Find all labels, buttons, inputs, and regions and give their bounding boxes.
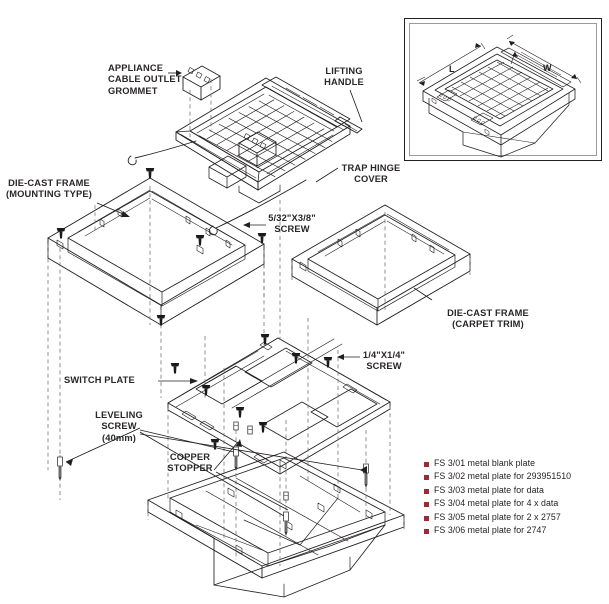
- leveling-screw-icon: [233, 446, 239, 472]
- screw-icon: [235, 407, 245, 418]
- inset-dimension-width: W: [543, 63, 552, 73]
- inset-border: [409, 23, 597, 156]
- legend-item-label: FS 3/06 metal plate for 2747: [434, 524, 547, 535]
- legend-item-label: FS 3/05 metal plate for 2 x 2757: [434, 511, 561, 522]
- legend-bullet-icon: [424, 515, 429, 521]
- die-cast-frame-mounting-part: [47, 177, 265, 326]
- screw-icon: [195, 235, 205, 246]
- parts-legend: FS 3/01 metal blank plate FS 3/02 metal …: [424, 458, 606, 538]
- legend-item-label: FS 3/02 metal plate for 293951510: [434, 471, 572, 482]
- copper-stopper-icon: [283, 491, 289, 501]
- screw-icon: [156, 315, 166, 326]
- callout-leveling-screw: LEVELING SCREW (40mm): [95, 410, 143, 443]
- legend-bullet-icon: [424, 528, 429, 534]
- callout-lifting-handle: LIFTING HANDLE: [324, 66, 364, 88]
- legend-bullet-icon: [424, 462, 429, 467]
- screw-icon: [145, 168, 155, 179]
- callout-appliance-cable-outlet-grommet: APPLIANCE CABLE OUTLET GROMMET: [108, 63, 182, 96]
- screw-icon: [170, 363, 180, 374]
- copper-stopper-icon: [233, 421, 239, 431]
- inset-linework: [416, 34, 582, 158]
- switch-plate-part: [167, 337, 391, 475]
- screws-group: [56, 168, 333, 450]
- legend-item: FS 3/05 metal plate for 2 x 2757: [424, 512, 606, 522]
- floor-box-trough-part: [147, 451, 405, 598]
- trap-hinge-cover-part: [175, 76, 363, 204]
- legend-item-label: FS 3/03 metal plate for data: [434, 484, 544, 495]
- copper-stopper-icon: [247, 425, 253, 435]
- legend-item-label: FS 3/04 metal plate for 4 x data: [434, 498, 559, 509]
- callout-die-cast-frame-mounting: DIE-CAST FRAME (MOUNTING TYPE): [6, 178, 92, 200]
- leader-lines: [65, 70, 433, 517]
- legend-item: FS 3/03 metal plate for data: [424, 485, 606, 495]
- legend-item-label: FS 3/01 metal blank plate: [434, 458, 536, 468]
- assembled-view-inset: L W: [404, 18, 602, 161]
- callout-trap-hinge-cover: TRAP HINGE COVER: [341, 163, 401, 185]
- grommet-part: [182, 65, 221, 101]
- callout-screw-5-32: 5/32"X3/8" SCREW: [268, 213, 316, 235]
- legend-item: FS 3/01 metal blank plate: [424, 458, 606, 468]
- leveling-screw-icon: [57, 456, 63, 482]
- callout-screw-1-4: 1/4"X1/4" SCREW: [362, 350, 406, 372]
- screw-icon: [323, 357, 333, 368]
- screw-icon: [56, 228, 66, 239]
- legend-bullet-icon: [424, 475, 429, 481]
- legend-item: FS 3/06 metal plate for 2747: [424, 525, 606, 535]
- inset-dimension-length: L: [449, 64, 455, 74]
- callout-switch-plate: SWITCH PLATE: [64, 375, 135, 385]
- legend-item: FS 3/04 metal plate for 4 x data: [424, 498, 606, 508]
- legend-bullet-icon: [424, 502, 429, 508]
- leveling-screw-icon: [283, 511, 289, 537]
- legend-bullet-icon: [424, 488, 429, 494]
- screw-icon: [201, 385, 211, 396]
- legend-item: FS 3/02 metal plate for 293951510: [424, 471, 606, 481]
- callout-copper-stopper: COPPER STOPPER: [167, 452, 213, 474]
- screw-icon: [260, 334, 270, 345]
- callout-die-cast-frame-carpet: DIE-CAST FRAME (CARPET TRIM): [447, 308, 529, 330]
